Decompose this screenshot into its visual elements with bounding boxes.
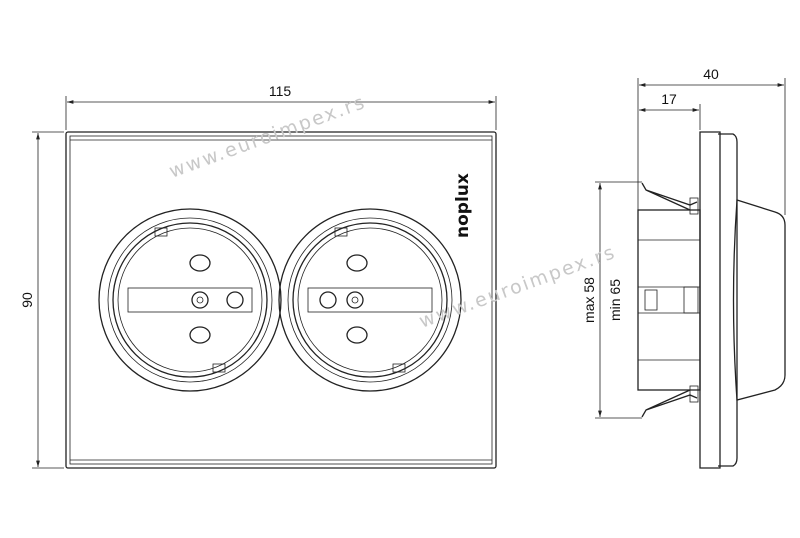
width-label: 115	[269, 83, 292, 99]
earth-clip-top	[154, 227, 168, 237]
pin-hole-top	[346, 254, 368, 272]
depth-plate-label: 17	[661, 91, 677, 107]
earth-clip-top	[334, 227, 348, 237]
pin-hole-bottom	[189, 326, 211, 344]
fixing-screw-icon	[319, 291, 337, 309]
width-dimension: 115	[65, 83, 497, 130]
brand-logo: noplux	[453, 173, 473, 238]
socket-ring	[287, 217, 453, 383]
socket-cup	[117, 227, 263, 373]
side-view: 40 17 max 58 min 65	[581, 66, 786, 469]
earth-bar	[307, 287, 433, 313]
socket-cup	[297, 227, 443, 373]
box-min-label: min 65	[607, 279, 623, 321]
fixing-screw-icon	[226, 291, 244, 309]
socket-rim	[292, 222, 448, 378]
front-plate	[65, 131, 497, 469]
watermark-1: www.euroimpex.rs	[166, 91, 369, 183]
socket-ring	[107, 217, 273, 383]
screw-center	[351, 296, 359, 304]
height-label: 90	[19, 292, 35, 308]
screw-icon	[346, 291, 364, 309]
depth-total-label: 40	[703, 66, 719, 82]
earth-clip-bottom	[392, 363, 406, 373]
pin-hole-bottom	[346, 326, 368, 344]
screw-icon	[191, 291, 209, 309]
earth-clip-bottom	[212, 363, 226, 373]
earth-bar	[127, 287, 253, 313]
height-dimension: 90	[19, 131, 64, 469]
box-max-label: max 58	[581, 277, 597, 323]
screw-center	[196, 296, 204, 304]
socket-outer-ring	[98, 208, 282, 392]
socket-rim	[112, 222, 268, 378]
pin-hole-top	[189, 254, 211, 272]
socket-pair	[98, 208, 462, 392]
socket-outer-ring	[278, 208, 462, 392]
